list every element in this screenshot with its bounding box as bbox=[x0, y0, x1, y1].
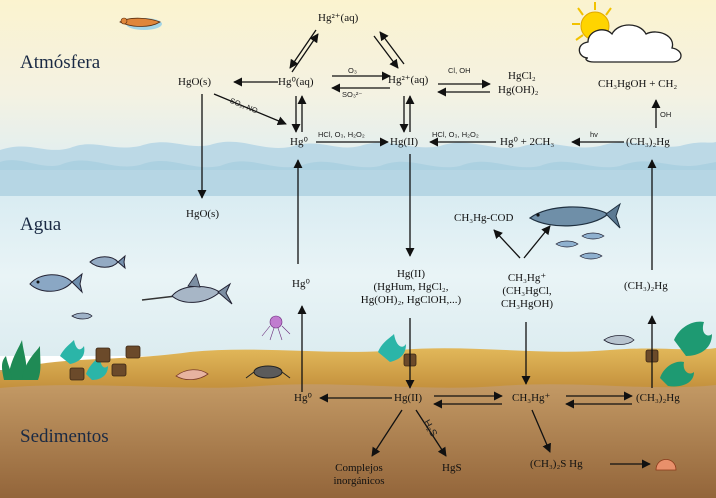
reaction-oh: OH bbox=[660, 110, 672, 119]
species-hgoh2: Hg(OH)₂ bbox=[498, 84, 539, 96]
species-ch3hg-water-l3: CH₃HgOH) bbox=[500, 298, 554, 310]
species-hg-ii-atm: Hg(II) bbox=[390, 136, 419, 148]
species-hg0-atm: Hg⁰ bbox=[290, 136, 308, 148]
reaction-so3: SO₃²⁻ bbox=[342, 90, 363, 99]
species-hg-ii-water: Hg(II) bbox=[396, 268, 426, 280]
shrimp-icon bbox=[175, 369, 209, 380]
species-hgo-s-water: HgO(s) bbox=[186, 208, 219, 220]
coral-center-icon bbox=[378, 334, 406, 362]
species-hg0-aq: Hg⁰(aq) bbox=[278, 76, 314, 88]
fish-small-icon bbox=[89, 254, 126, 270]
arrow-top-left bbox=[289, 29, 317, 69]
coral-left-icon bbox=[60, 340, 108, 380]
species-complejos-l1: Complejos bbox=[335, 462, 383, 474]
atmosphere-label: Atmósfera bbox=[20, 52, 101, 73]
shell-icon bbox=[655, 459, 677, 471]
sun-cloud-icon bbox=[572, 2, 682, 63]
coral-right-icon bbox=[660, 321, 712, 387]
species-ch3hg-sed: CH₃Hg⁺ bbox=[512, 392, 551, 404]
species-hg-ii-water-l2: (HgHum, HgCl₂, bbox=[373, 281, 449, 293]
species-ch3-2hg-atm: (CH₃)₂Hg bbox=[626, 136, 670, 148]
species-ch3hg-water-l2: (CH₃HgCl, bbox=[502, 285, 552, 297]
seaweed-left-icon bbox=[2, 340, 41, 380]
species-hg-ii-sed: Hg(II) bbox=[394, 392, 423, 404]
species-hg2-aq-top: Hg²⁺(aq) bbox=[318, 12, 359, 24]
wave-surface bbox=[0, 141, 716, 170]
species-hg0-sed: Hg⁰ bbox=[294, 392, 312, 404]
small-fish-school-icon bbox=[555, 232, 605, 260]
water-label: Agua bbox=[20, 214, 62, 235]
salmon-icon bbox=[528, 202, 621, 229]
reaction-cl-oh: Cl, OH bbox=[448, 66, 471, 75]
sediment-region bbox=[0, 370, 716, 498]
reaction-hv: hv bbox=[590, 130, 598, 139]
species-ch3hg-cod: CH₃Hg-COD bbox=[454, 212, 514, 224]
reaction-o3: O₃ bbox=[348, 66, 357, 75]
species-hgo-s-atm: HgO(s) bbox=[178, 76, 211, 88]
water-region bbox=[0, 196, 716, 356]
swordfish-icon bbox=[141, 273, 233, 305]
wave-surface-2 bbox=[0, 160, 716, 200]
crab-icon bbox=[245, 365, 291, 379]
species-hg2-aq: Hg²⁺(aq) bbox=[388, 74, 429, 86]
seabed bbox=[0, 348, 716, 388]
species-ch3-2hg-water: (CH₃)₂Hg bbox=[624, 280, 668, 292]
reaction-arrows bbox=[197, 31, 661, 469]
species-hg-ii-water-l3: Hg(OH)₂, HgClOH,...) bbox=[360, 294, 462, 306]
sediments-label: Sedimentos bbox=[20, 426, 109, 447]
species-hgs: HgS bbox=[442, 462, 462, 474]
reaction-hcl-2: HCl, O₃, H₂O₂ bbox=[432, 130, 479, 139]
species-ch3-2hg-sed: (CH₃)₂Hg bbox=[636, 392, 680, 404]
species-ch3-2s-hg: (CH₃)₂S Hg bbox=[530, 458, 583, 470]
swimmer-icon bbox=[119, 17, 162, 30]
fish-tiny-icon bbox=[71, 312, 93, 320]
species-ch3hgoh-ch2: CH₃HgOH + CH₂ bbox=[598, 78, 678, 90]
species-complejos-l2: inorgánicos bbox=[333, 475, 385, 487]
fish-tuna-icon bbox=[29, 272, 83, 294]
fish-right-icon bbox=[603, 335, 635, 345]
octopus-icon bbox=[261, 315, 291, 341]
reaction-hcl-1: HCl, O₃, H₂O₂ bbox=[318, 130, 365, 139]
species-hg0-2ch3: Hg⁰ + 2CH₃ bbox=[500, 136, 555, 148]
species-ch3hg-water: CH₃Hg⁺ bbox=[507, 272, 547, 284]
species-hgcl2: HgCl₂ bbox=[508, 70, 536, 82]
species-hg0-water: Hg⁰ bbox=[292, 278, 310, 290]
